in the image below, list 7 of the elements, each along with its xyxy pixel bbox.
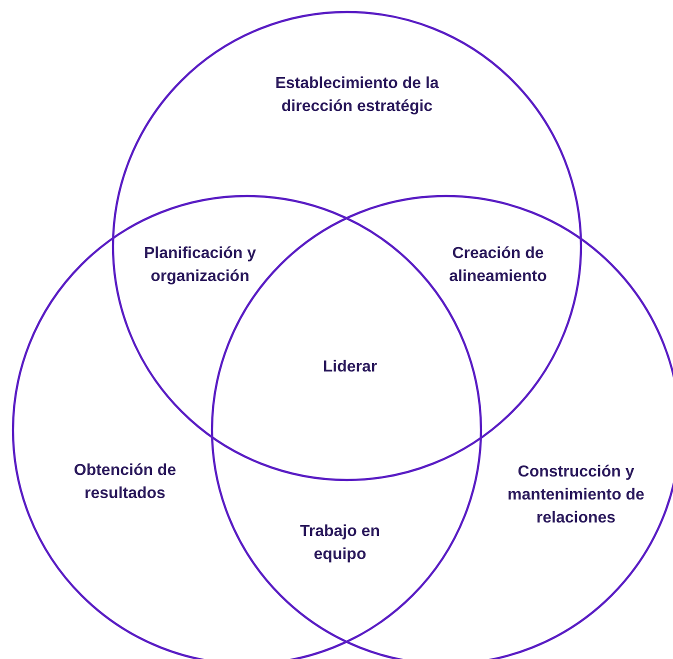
set-label: Construcción y mantenimiento de relaciones [506, 462, 646, 528]
set-label: Obtención de resultados [72, 461, 178, 504]
overlap-label: Creación de alineamiento [448, 244, 548, 287]
overlap-label: Trabajo en equipo [298, 522, 382, 565]
overlap-label: Liderar [322, 358, 378, 378]
overlap-label: Planificación y organización [142, 244, 258, 287]
set-label: Establecimiento de la dirección estratégic [274, 74, 440, 117]
